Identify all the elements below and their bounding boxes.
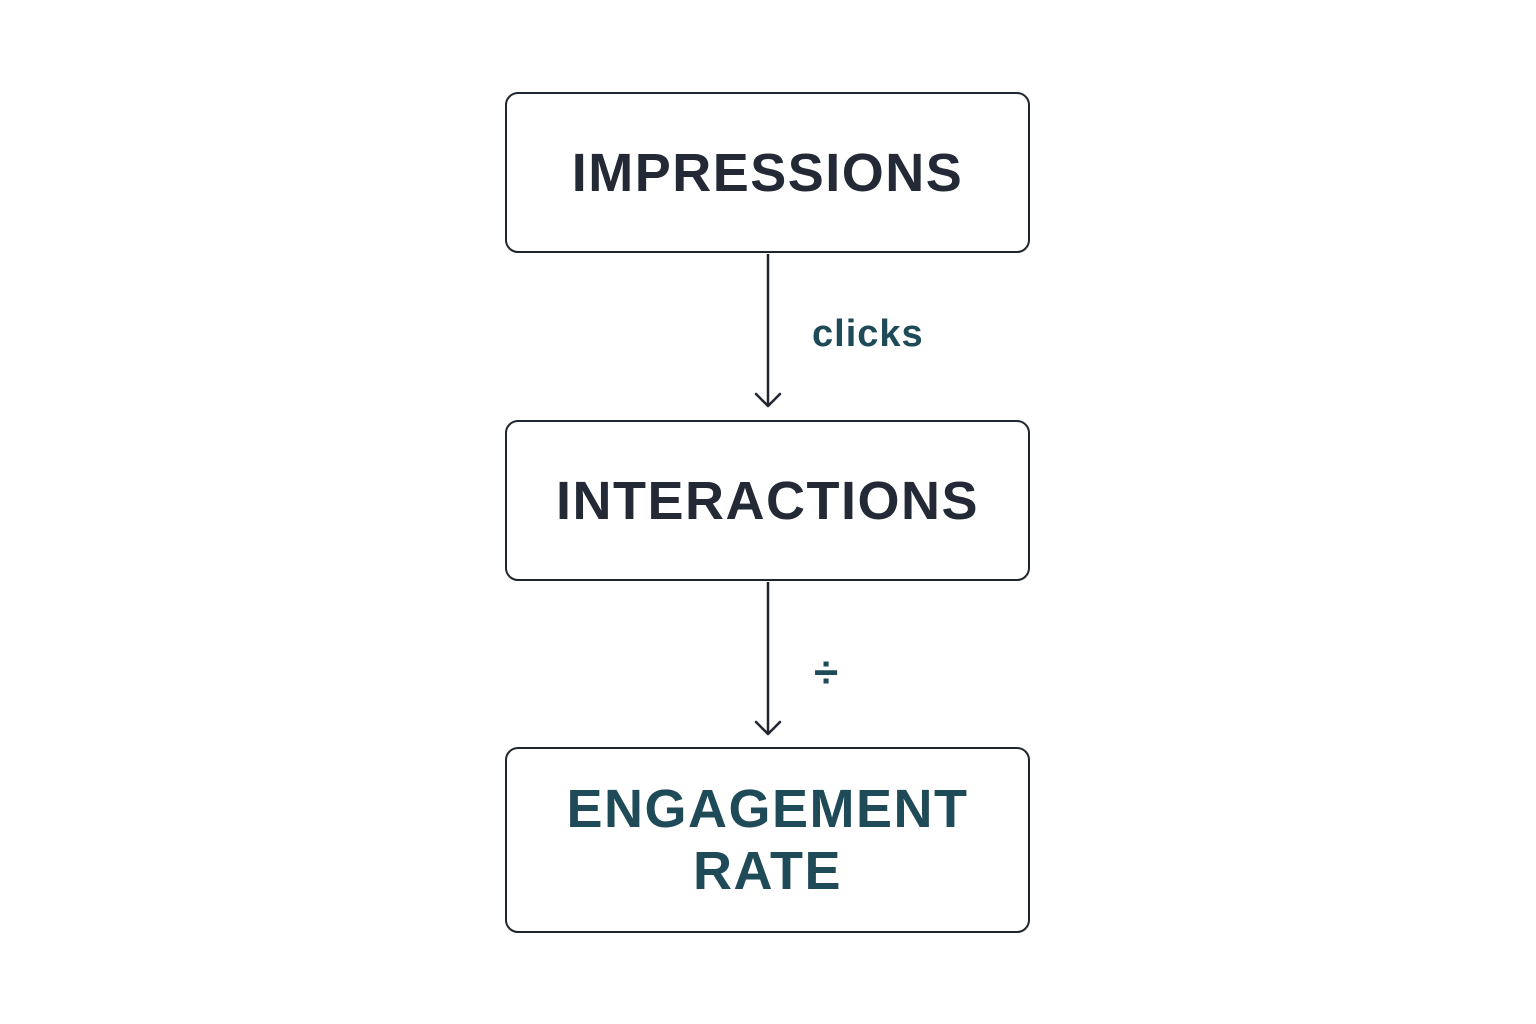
- arrow-interactions-to-engagement: [754, 582, 782, 736]
- node-label: IMPRESSIONS: [571, 142, 964, 203]
- node-interactions: INTERACTIONS: [505, 420, 1030, 581]
- node-label: INTERACTIONS: [556, 470, 979, 531]
- node-impressions: IMPRESSIONS: [505, 92, 1030, 253]
- arrow-head-icon: [754, 720, 782, 736]
- node-label-line-2: RATE: [693, 841, 842, 901]
- arrow-head-icon: [754, 392, 782, 408]
- arrow-impressions-to-interactions: [754, 254, 782, 408]
- edge-label-divide: ÷: [814, 648, 840, 697]
- node-engagement-rate: ENGAGEMENT RATE: [505, 747, 1030, 933]
- edge-label-clicks: clicks: [812, 313, 924, 355]
- node-label-line-1: ENGAGEMENT: [566, 779, 969, 839]
